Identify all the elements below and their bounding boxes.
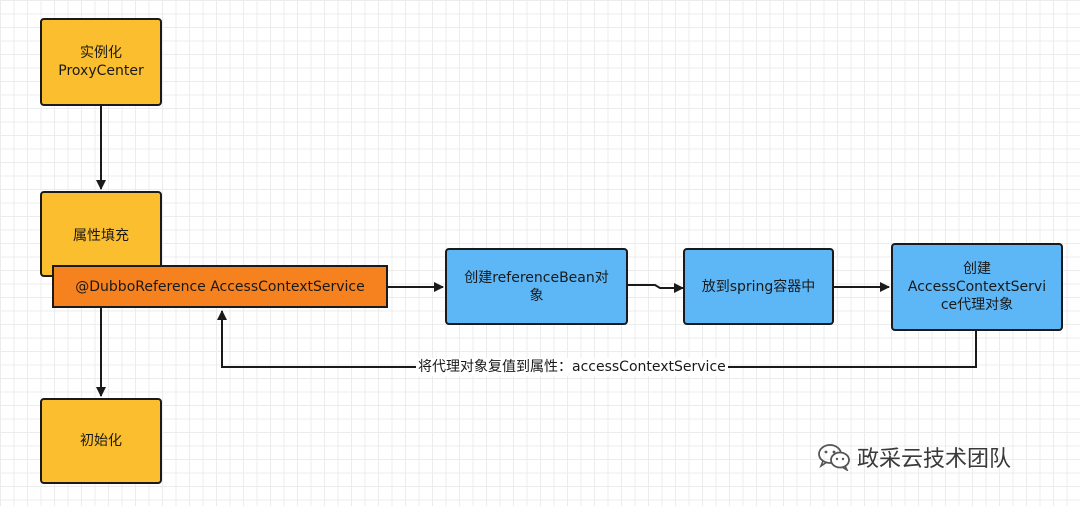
node-instantiate-proxycenter: 实例化 ProxyCenter [40,18,162,106]
node-initialize: 初始化 [40,398,162,484]
node-create-proxy-object: 创建 AccessContextServi ce代理对象 [891,243,1063,331]
wechat-icon [818,444,850,471]
node-put-into-spring-container: 放到spring容器中 [683,248,834,325]
node-dubbo-reference-annotation: @DubboReference AccessContextService [52,265,388,308]
node-create-reference-bean: 创建referenceBean对 象 [445,248,628,325]
watermark-text: 政采云技术团队 [857,447,1012,472]
watermark: 政采云技术团队 [817,441,1011,473]
edge-label-assign-proxy: 将代理对象复值到属性：accessContextService [416,358,728,376]
edge-create-bean-to-container [628,283,684,293]
